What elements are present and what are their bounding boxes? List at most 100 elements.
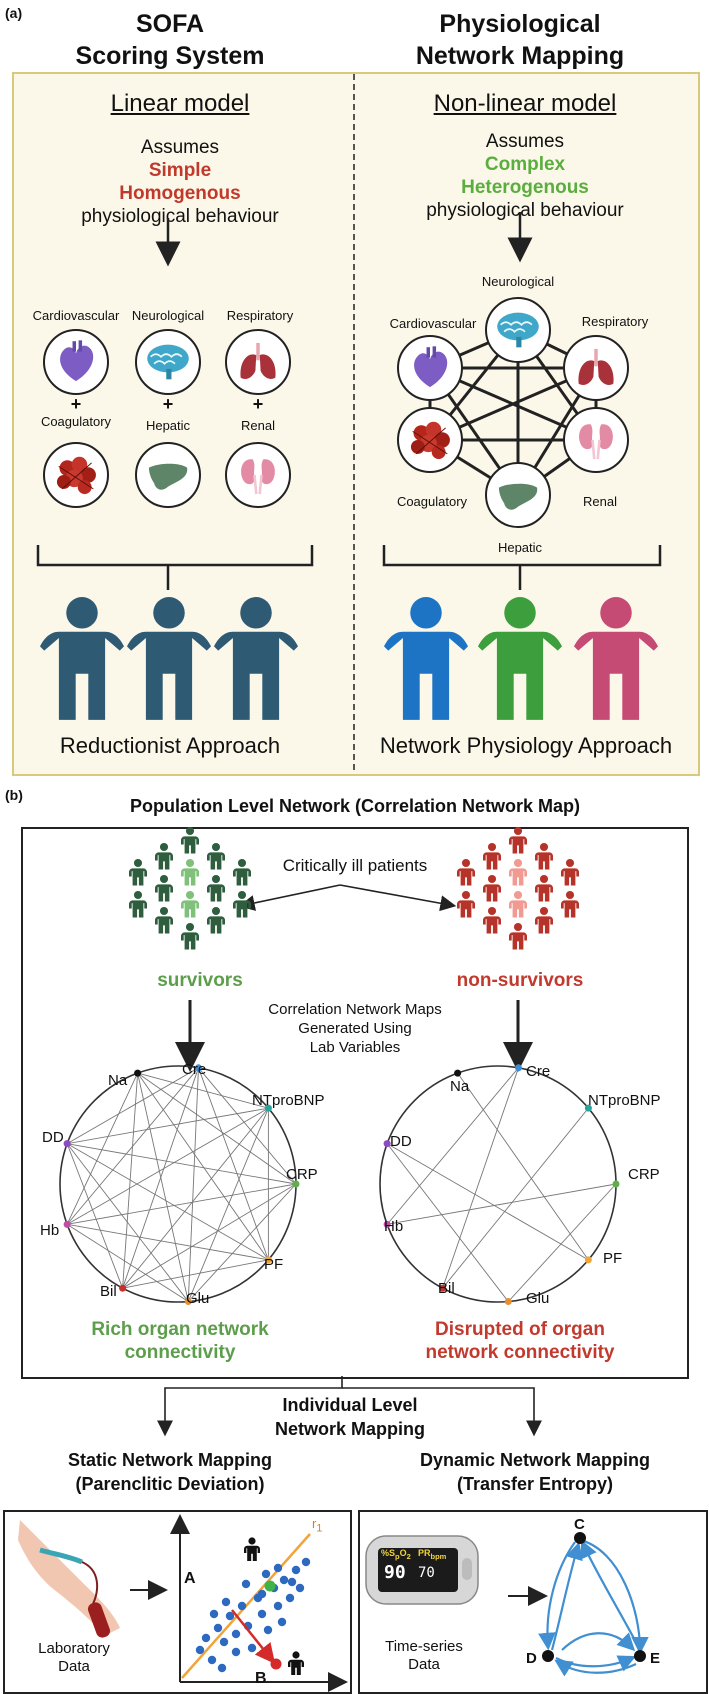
crowd-person-icon xyxy=(509,858,527,886)
left-node-cre: Cre xyxy=(182,1061,207,1078)
sofa-title: SOFA Scoring System xyxy=(40,8,300,72)
spo2-text: %S xyxy=(381,1548,396,1558)
behaviour-text: physiological behaviour xyxy=(81,206,279,227)
scatter-point xyxy=(219,1637,229,1647)
right-node-pf: PF xyxy=(603,1250,623,1267)
label-cardiovascular-right: Cardiovascular xyxy=(389,316,477,331)
crowd-person-icon xyxy=(483,906,501,934)
network-edge xyxy=(198,1067,297,1185)
network-title: Physiological Network Mapping xyxy=(370,8,670,72)
crowd-person-icon xyxy=(233,858,251,886)
laboratory-data-label: Laboratory Data xyxy=(14,1640,134,1676)
label-hepatic-right: Hepatic xyxy=(497,540,543,555)
panel-b-artwork xyxy=(59,826,620,1437)
left-node-bil: Bil xyxy=(100,1283,117,1300)
network-node xyxy=(292,1180,300,1188)
network-edge xyxy=(442,1067,519,1289)
network-node xyxy=(184,1298,192,1306)
crowd-person-icon xyxy=(535,874,553,902)
network-edge xyxy=(122,1183,297,1289)
person-icon xyxy=(214,597,298,720)
nonlinear-model-label: Non-linear model xyxy=(433,90,617,117)
disrupted-connectivity-caption: Disrupted of organ network connectivity xyxy=(390,1318,650,1364)
person-icon xyxy=(40,597,124,720)
crowd-person-icon xyxy=(535,842,553,870)
crowd-person-icon xyxy=(457,890,475,918)
linear-model-heading: Linear model xyxy=(40,90,320,118)
spo2-sub: p xyxy=(395,1551,400,1561)
scatter-point xyxy=(209,1609,219,1619)
dynamic-heading: Dynamic Network Mapping (Transfer Entrop… xyxy=(380,1448,690,1496)
scatter-point xyxy=(195,1645,205,1655)
sofa-title-line1: SOFA xyxy=(135,10,205,38)
rich-line1: Rich organ network xyxy=(91,1319,269,1340)
network-title-line1: Physiological xyxy=(439,10,601,38)
scatter-point xyxy=(241,1579,251,1589)
graph-node-d-label: D xyxy=(526,1650,537,1667)
oximeter-pr-label: PRbpm xyxy=(418,1548,446,1561)
crowd-person-icon xyxy=(129,890,147,918)
network-node xyxy=(612,1180,620,1188)
network-edge xyxy=(67,1107,269,1145)
static-line2: (Parenclitic Deviation) xyxy=(75,1474,265,1494)
network-edge xyxy=(66,1072,139,1225)
network-node xyxy=(383,1140,391,1148)
network-edge xyxy=(66,1107,269,1225)
scatter-point xyxy=(291,1565,301,1575)
panel-b-label: (b) xyxy=(5,787,23,803)
network-edge xyxy=(137,1072,297,1185)
non-survivors-label: non-survivors xyxy=(456,970,584,991)
label-hepatic-left: Hepatic xyxy=(145,418,191,433)
rich-line2: connectivity xyxy=(124,1342,236,1363)
crowd-person-icon xyxy=(483,874,501,902)
corr-line1: Correlation Network Maps xyxy=(268,1001,442,1018)
assumes-text: Assumes xyxy=(140,137,220,158)
normal-patient-point xyxy=(264,1580,276,1592)
crowd-person-icon xyxy=(181,858,199,886)
network-edge xyxy=(187,1107,269,1302)
person-icon xyxy=(127,597,211,720)
right-node-bil: Bil xyxy=(438,1280,455,1297)
scatter-point xyxy=(207,1655,217,1665)
scatter-point xyxy=(257,1589,267,1599)
static-line1: Static Network Mapping xyxy=(67,1450,273,1470)
scatter-point xyxy=(273,1563,283,1573)
individual-line2: Network Mapping xyxy=(274,1419,425,1439)
population-box xyxy=(21,827,689,1379)
scatter-point xyxy=(279,1575,289,1585)
network-edge xyxy=(442,1107,589,1289)
crowd-person-icon xyxy=(155,874,173,902)
r-text: r xyxy=(312,1516,317,1531)
left-node-ntprobnp: NTproBNP xyxy=(252,1092,325,1109)
person-icon xyxy=(478,597,562,720)
deviant-patient-point xyxy=(270,1658,282,1670)
axis-b-label: B xyxy=(255,1670,267,1687)
scatter-point xyxy=(231,1629,241,1639)
label-cardiovascular-left: Cardiovascular xyxy=(32,308,120,323)
label-neurological-right: Neurological xyxy=(481,274,555,289)
simple-text: Simple xyxy=(148,160,212,181)
heterogenous-text: Heterogenous xyxy=(461,177,589,198)
spo2-tail-sub: 2 xyxy=(406,1551,411,1561)
oximeter-value-1: 90 xyxy=(384,1562,406,1583)
ts-line1: Time-series xyxy=(385,1638,463,1655)
left-node-na: Na xyxy=(108,1072,128,1089)
crowd-person-icon xyxy=(509,922,527,950)
parenclitic-scatter xyxy=(170,1514,348,1692)
network-node xyxy=(119,1284,127,1292)
person-icon xyxy=(574,597,658,720)
arrow-to-dynamic xyxy=(342,1387,542,1437)
correlation-description: Correlation Network Maps Generated Using… xyxy=(235,1000,475,1057)
right-node-dd: DD xyxy=(390,1133,412,1150)
scatter-point xyxy=(295,1583,305,1593)
sofa-title-line2: Scoring System xyxy=(75,42,265,70)
scatter-point xyxy=(231,1647,241,1657)
critically-ill-label: Critically ill patients xyxy=(282,856,428,875)
left-node-pf: PF xyxy=(264,1256,284,1273)
arm-blood-draw-icon xyxy=(18,1520,120,1638)
crowd-person-icon xyxy=(129,858,147,886)
person-icon xyxy=(384,597,468,720)
network-edge xyxy=(198,1067,269,1261)
network-edge xyxy=(67,1143,297,1185)
crowd-person-icon xyxy=(233,890,251,918)
